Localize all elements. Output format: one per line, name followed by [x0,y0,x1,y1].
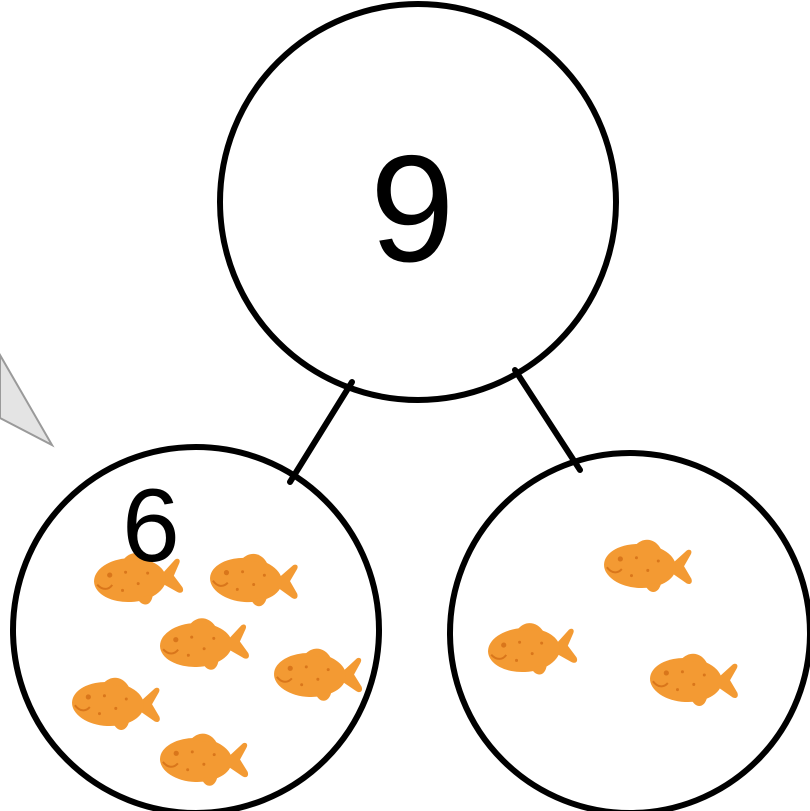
connector-line-right [512,367,583,473]
whole-circle [217,1,619,403]
goldfish-cracker-icon [158,615,251,673]
goldfish-cracker-icon [207,549,302,610]
part-left-fish-group [69,549,365,789]
goldfish-cracker-icon [601,536,695,595]
goldfish-cracker-icon [485,619,579,679]
speech-pointer-icon [0,353,55,448]
part-left-number: 6 [122,468,180,584]
goldfish-cracker-icon [69,674,163,733]
goldfish-cracker-icon [272,646,365,704]
goldfish-cracker-icon [158,731,251,789]
part-circle-left [10,444,382,811]
part-right-fish-group [485,536,741,709]
connector-line-left [287,379,355,485]
whole-number: 9 [370,124,455,294]
goldfish-cracker-icon [647,650,741,709]
part-circle-right [447,450,810,811]
